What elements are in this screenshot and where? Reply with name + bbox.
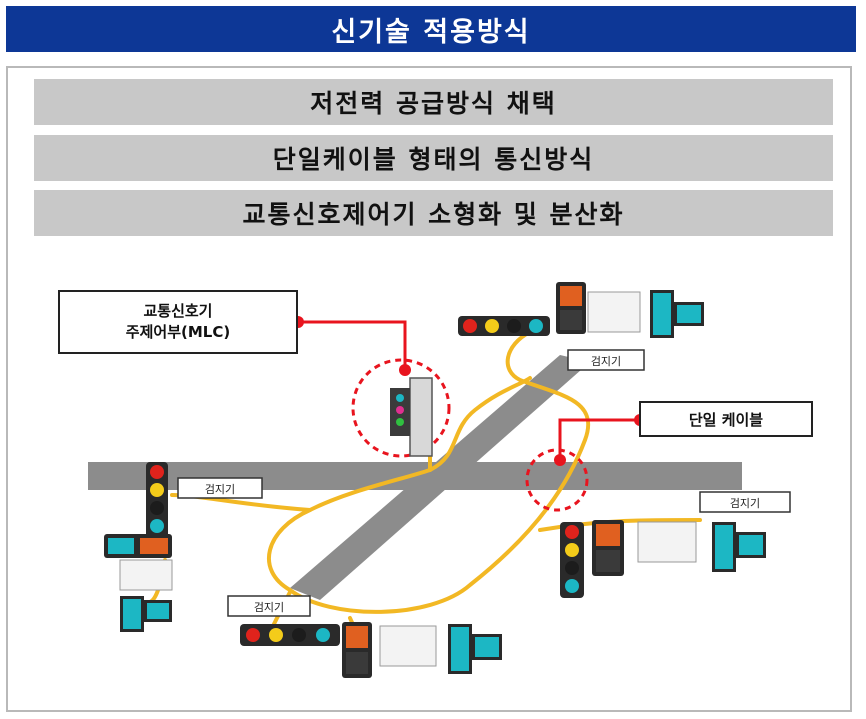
feature-single-cable: 단일케이블 형태의 통신방식 (34, 135, 833, 181)
callout-dot (399, 364, 411, 376)
svg-text:검지기: 검지기 (591, 355, 621, 368)
controller-cabinet (390, 377, 433, 457)
vehicle-signal-vertical (560, 522, 584, 598)
signal-group-bottom (240, 622, 502, 678)
detector-label: 검지기 (227, 595, 311, 617)
signal-group-top (458, 282, 704, 338)
svg-text:검지기: 검지기 (730, 497, 760, 510)
countdown-panel (119, 559, 173, 591)
countdown-panel (379, 625, 437, 667)
vehicle-signal-horizontal (240, 624, 340, 646)
diagonal-road (290, 355, 590, 600)
svg-text:검지기: 검지기 (205, 483, 235, 496)
callout-lines (298, 320, 640, 460)
callout-dot (554, 454, 566, 466)
mlc-label-box (58, 290, 298, 354)
countdown-panel (637, 521, 697, 563)
signal-group-right (560, 520, 766, 598)
detector-label: 검지기 (699, 491, 791, 513)
mlc-highlight-circle (351, 358, 451, 458)
vehicle-signal-horizontal (458, 316, 550, 336)
cable-label: 단일 케이블 (689, 411, 763, 429)
detector-label: 검지기 (177, 477, 263, 499)
svg-text:검지기: 검지기 (254, 601, 284, 614)
mlc-label-line1: 교통신호기 (143, 302, 212, 320)
detector-label: 검지기 (567, 349, 645, 371)
mlc-label-line2: 주제어부(MLC) (126, 323, 230, 341)
page-title: 신기술 적용방식 (6, 6, 856, 52)
feature-miniaturization: 교통신호제어기 소형화 및 분산화 (34, 190, 833, 236)
cable-highlight-circle (525, 448, 589, 512)
cable-label-box (639, 401, 813, 437)
countdown-panel (587, 291, 641, 333)
signal-group-left (104, 462, 173, 632)
feature-low-power: 저전력 공급방식 채택 (34, 79, 833, 125)
